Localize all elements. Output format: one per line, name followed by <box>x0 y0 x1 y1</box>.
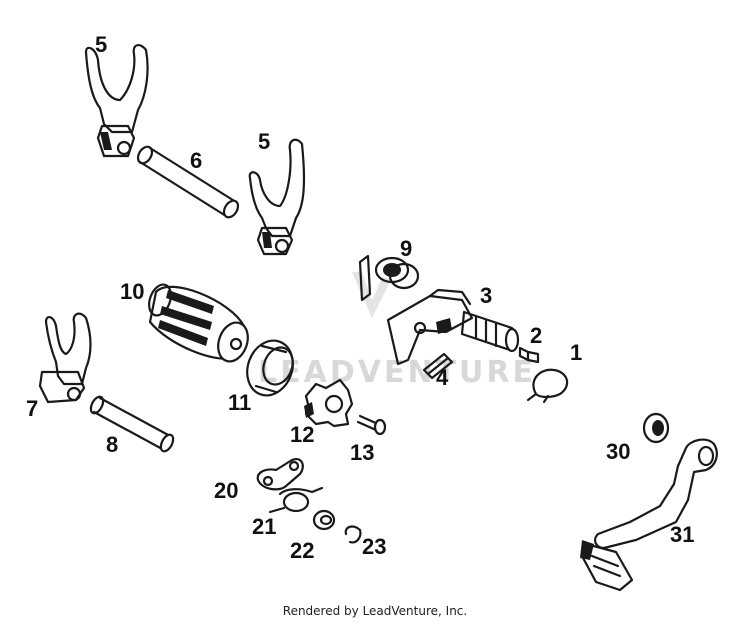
callout-labels: 5 6 5 9 10 3 2 1 4 7 11 12 8 13 30 20 21… <box>26 32 694 563</box>
shift-fork-upper[interactable] <box>84 44 149 158</box>
bushing-30[interactable] <box>642 412 670 444</box>
shift-drum[interactable] <box>145 282 253 366</box>
callout-13: 13 <box>350 440 374 465</box>
shift-lever-31[interactable] <box>580 438 718 592</box>
circlip-23[interactable] <box>344 525 362 544</box>
needle-bearing-11[interactable] <box>240 334 300 402</box>
callout-7: 7 <box>26 396 38 421</box>
callout-11: 11 <box>228 390 251 415</box>
callout-4: 4 <box>436 365 449 390</box>
spring-4[interactable] <box>422 352 454 380</box>
callout-2: 2 <box>530 323 542 348</box>
needle-bearing-9[interactable] <box>374 256 420 290</box>
shift-fork-lower[interactable] <box>38 312 92 404</box>
callout-30: 30 <box>606 439 630 464</box>
callout-23: 23 <box>362 534 386 559</box>
callout-31: 31 <box>670 522 694 547</box>
shift-cam-12[interactable] <box>304 378 354 428</box>
callout-5-middle: 5 <box>258 129 270 154</box>
callout-6: 6 <box>190 148 202 173</box>
rendered-by-footer: Rendered by LeadVenture, Inc. <box>282 604 468 618</box>
shift-fork-middle[interactable] <box>248 138 306 256</box>
shift-shaft-assembly[interactable] <box>358 254 520 366</box>
watermark: LEADVENTURE <box>258 272 536 390</box>
callout-21: 21 <box>252 514 276 539</box>
spring-21[interactable] <box>268 486 324 514</box>
watermark-text: LEADVENTURE <box>258 355 536 390</box>
callout-12: 12 <box>290 422 314 447</box>
callout-20: 20 <box>214 478 238 503</box>
callout-22: 22 <box>290 538 314 563</box>
callout-9: 9 <box>400 236 412 261</box>
callout-8: 8 <box>106 432 118 457</box>
bolt-2[interactable] <box>518 346 540 364</box>
circlip-1[interactable] <box>526 368 569 404</box>
bolt-13[interactable] <box>356 414 387 436</box>
callout-1: 1 <box>570 340 582 365</box>
washer-22[interactable] <box>312 509 336 531</box>
fork-shaft-upper[interactable] <box>135 144 241 220</box>
fork-shaft-lower[interactable] <box>88 395 175 454</box>
callout-5-upper: 5 <box>95 32 107 57</box>
callout-3: 3 <box>480 283 492 308</box>
callout-10: 10 <box>120 279 144 304</box>
lever-plate-20[interactable] <box>256 458 304 491</box>
